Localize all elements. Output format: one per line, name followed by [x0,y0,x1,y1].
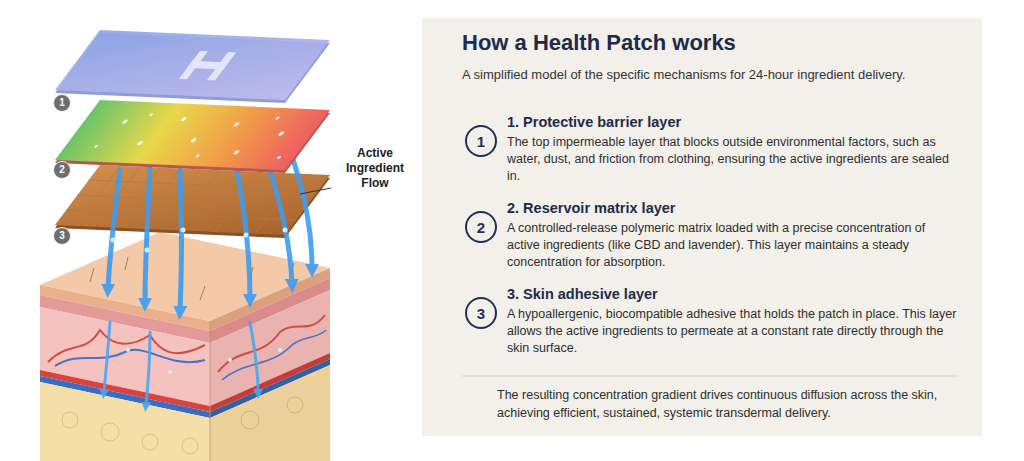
flow-arrow [104,322,110,392]
node-number: 1 [59,98,65,108]
node-number: 1 [477,134,485,149]
step-number: 1 [465,125,497,157]
patch-logo [179,51,236,81]
layer-number: 2 [53,161,71,179]
flow-arrows [104,150,312,405]
flow-arrow [145,165,150,302]
flow-label: Active Ingredient Flow [335,146,415,191]
fat-cell [241,411,259,429]
item-heading: 2. Reservoir matrix layer [507,199,957,217]
flow-arrow [180,170,182,310]
separator-line [462,376,958,377]
caption: The resulting concentration gradient dri… [497,386,957,422]
barrier-layer [55,30,330,100]
fat-cell [182,438,198,454]
flow-arrow [265,155,292,283]
layer-number: 1 [53,94,71,112]
node-number: 3 [477,306,485,321]
item-body: The top impermeable layer that blocks ou… [507,134,957,185]
diagram-title: How a Health Patch works [462,30,736,56]
node-number: 2 [59,165,65,175]
fat-cell [62,412,78,428]
step-number: 2 [465,211,497,243]
flow-arrow [146,332,150,405]
block-edge [210,321,211,461]
blood-vessel [218,315,325,372]
item-heading: 3. Skin adhesive layer [507,285,957,303]
skin-hair [90,257,294,300]
fat-band [40,382,210,461]
subtitle: A simplified model of the specific mecha… [462,66,962,83]
fat-cell [101,423,119,441]
flow-arrow [250,322,258,392]
leader-line [300,188,331,194]
flow-arrow [108,170,120,288]
blood-vessel [55,350,205,366]
info-panel [422,18,982,436]
item-heading: 1. Protective barrier layer [507,113,957,131]
flow-arrow [235,160,250,298]
skin-cross-section [40,232,330,461]
adhesive-layer [55,165,330,235]
node-number: 3 [59,231,65,241]
ingredient-dots [111,228,288,375]
fat-band [210,365,330,461]
flow-arrow [290,150,312,268]
reservoir-layer [55,100,330,170]
item-body: A hypoallergenic, biocompatible adhesive… [507,306,957,357]
fat-cell [287,397,303,413]
fat-cell [142,434,158,450]
node-number: 2 [477,220,485,235]
blood-vessel [48,330,205,362]
step-number: 3 [465,297,497,329]
layer-number: 3 [53,227,71,245]
blood-vessel [222,330,326,380]
item-body: A controlled-release polymeric matrix lo… [507,220,957,271]
